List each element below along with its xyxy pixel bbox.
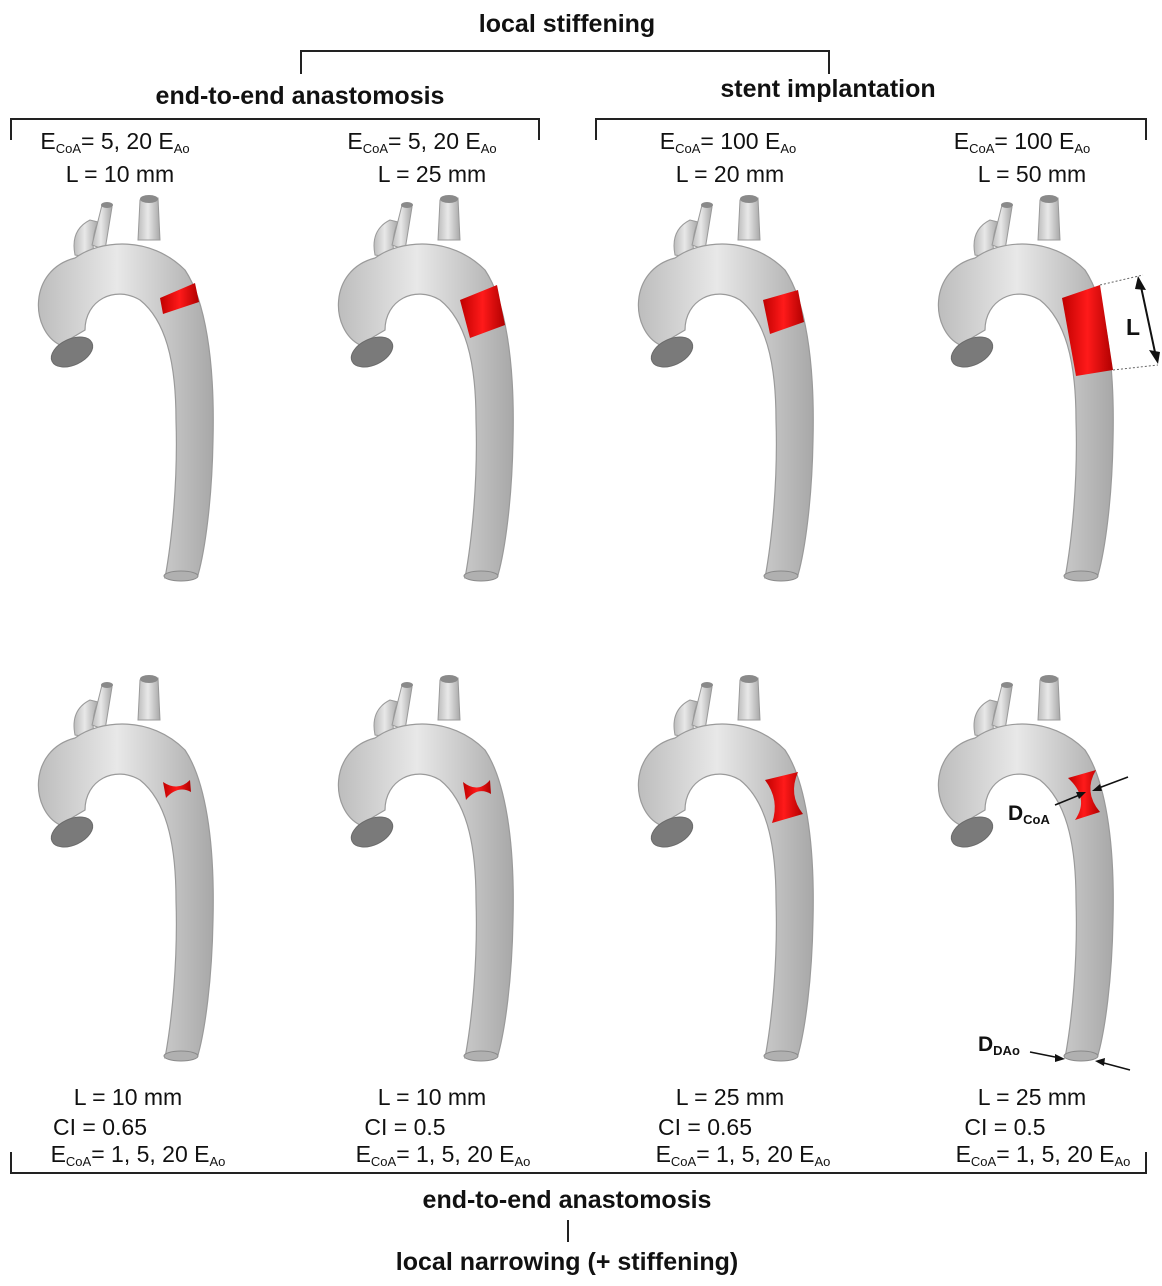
bottom-length-label-2: L = 10 mm xyxy=(378,1086,486,1109)
bottom-ci-label-4: CI = 0.5 xyxy=(964,1116,1045,1139)
bottom-bracket xyxy=(10,1152,1147,1174)
bottom-length-label-3: L = 25 mm xyxy=(676,1086,784,1109)
length-annotation: L xyxy=(1126,314,1140,341)
aorta-model-bottom-3 xyxy=(638,675,813,1061)
bottom-length-label-1: L = 10 mm xyxy=(74,1086,182,1109)
bottom-ci-label-3: CI = 0.65 xyxy=(658,1116,752,1139)
aorta-model-top-1 xyxy=(38,195,213,581)
aorta-model-top-3 xyxy=(638,195,813,581)
end-to-end-anastomosis-bottom-title: end-to-end anastomosis xyxy=(423,1188,712,1213)
aorta-model-top-2 xyxy=(338,195,513,581)
bottom-length-label-4: L = 25 mm xyxy=(978,1086,1086,1109)
d-coa-annotation: DCoA xyxy=(1008,802,1050,827)
d-dao-annotation: DDAo xyxy=(978,1033,1020,1058)
aorta-model-bottom-4 xyxy=(938,675,1130,1070)
bottom-ci-label-1: CI = 0.65 xyxy=(53,1116,147,1139)
aorta-model-bottom-1 xyxy=(38,675,213,1061)
local-narrowing-title: local narrowing (+ stiffening) xyxy=(396,1250,738,1275)
bottom-ci-label-2: CI = 0.5 xyxy=(364,1116,445,1139)
connector-line xyxy=(567,1220,569,1242)
aorta-model-bottom-2 xyxy=(338,675,513,1061)
aorta-model-top-4 xyxy=(938,195,1160,581)
